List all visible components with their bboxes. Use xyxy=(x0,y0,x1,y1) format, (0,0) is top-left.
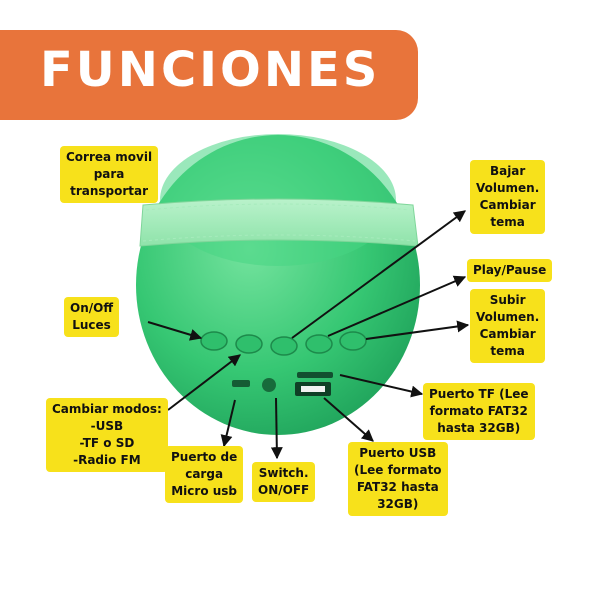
button-play xyxy=(305,334,333,354)
label-volume-down: Bajar Volumen. Cambiar tema xyxy=(470,160,546,234)
label-usb-port: Puerto USB (Lee formato FAT32 hasta 32GB… xyxy=(348,442,448,516)
tf-slot xyxy=(297,372,333,378)
button-vol-up xyxy=(339,331,367,351)
button-lights xyxy=(200,331,228,351)
label-charge-port: Puerto de carga Micro usb xyxy=(165,446,244,503)
label-modes: Cambiar modos: -USB -TF o SD -Radio FM xyxy=(46,398,168,472)
power-switch xyxy=(262,378,276,392)
title-banner xyxy=(0,30,418,120)
micro-usb-port xyxy=(232,380,250,387)
label-strap: Correa movil para transportar xyxy=(60,146,159,203)
label-volume-up: Subir Volumen. Cambiar tema xyxy=(470,289,546,363)
button-mode xyxy=(235,334,263,354)
label-switch: Switch. ON/OFF xyxy=(252,462,316,502)
button-vol-down xyxy=(270,336,298,356)
label-lights: On/Off Luces xyxy=(64,297,120,337)
carry-strap xyxy=(139,198,419,247)
page-title: FUNCIONES xyxy=(40,42,381,98)
label-tf-port: Puerto TF (Lee formato FAT32 hasta 32GB) xyxy=(423,383,535,440)
label-play-pause: Play/Pause xyxy=(467,259,553,282)
